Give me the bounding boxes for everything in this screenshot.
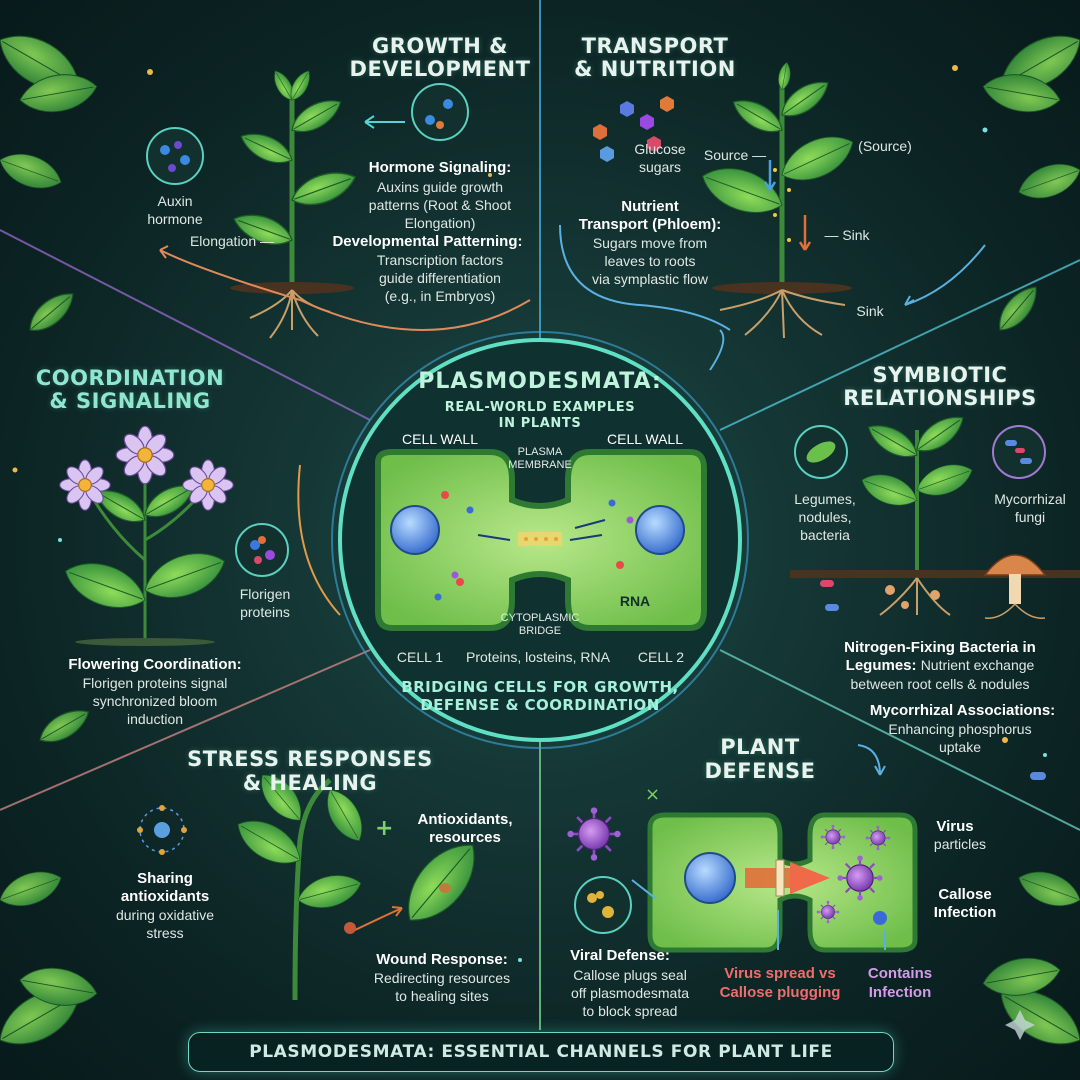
stress-title-line2: & HEALING xyxy=(242,771,378,795)
svg-text:+: + xyxy=(375,816,393,841)
flowering-line3: induction xyxy=(126,711,184,727)
defense-title-line1: PLANT xyxy=(720,735,800,759)
plasma-membrane-line2: MEMBRANE xyxy=(508,459,572,471)
cell2-label: CELL 2 xyxy=(637,649,685,665)
elongation-label: Elongation — xyxy=(189,233,275,249)
dev-line3: (e.g., in Embryos) xyxy=(384,288,496,304)
viral-line1: Callose plugs seal xyxy=(573,967,687,983)
coordination-title-line1: COORDINATION xyxy=(35,366,225,390)
flowering-line1: Florigen proteins signal xyxy=(82,675,228,691)
plasma-membrane-label: PLASMA MEMBRANE xyxy=(490,446,590,472)
symbiotic-title-line2: RELATIONSHIPS xyxy=(843,386,1037,410)
dev-line1: Transcription factors xyxy=(376,252,504,268)
antioxidants-line2: resources xyxy=(429,829,501,846)
florigen-line1: Florigen xyxy=(239,586,291,602)
legumes-line3: bacteria xyxy=(800,527,850,543)
nitrogen-heading-line1: Nitrogen-Fixing Bacteria in xyxy=(844,639,1036,656)
wound-heading: Wound Response: xyxy=(376,951,508,968)
glucose-line2: sugars xyxy=(638,159,682,175)
rna-label: RNA xyxy=(619,593,651,609)
sharing-line2: antioxidants xyxy=(120,888,210,905)
footer-banner: PLASMODESMATA: ESSENTIAL CHANNELS FOR PL… xyxy=(188,1032,894,1072)
virus-spread-line2: Callose plugging xyxy=(719,984,841,1001)
viral-line2: off plasmodesmata xyxy=(570,985,690,1001)
dev-line2: guide differentiation xyxy=(379,270,501,286)
glucose-line1: Glucose xyxy=(634,141,686,157)
legumes-line1: Legumes, xyxy=(794,491,856,507)
center-title: PLASMODESMATA: xyxy=(418,369,662,394)
symbiotic-title-line1: SYMBIOTIC xyxy=(872,363,1008,387)
cytoplasmic-line1: CYTOPLASMIC xyxy=(500,612,580,624)
nitrogen-heading-line2: Legumes: xyxy=(845,657,917,674)
wound-line1: Redirecting resources xyxy=(373,970,511,986)
cell-wall-right-label: CELL WALL xyxy=(607,431,683,447)
svg-text:×: × xyxy=(645,784,660,805)
myco-assoc-line1: Enhancing phosphorus xyxy=(888,721,1032,737)
contains-line2: Infection xyxy=(868,984,932,1001)
center-subtitle-line2: IN PLANTS xyxy=(498,416,582,431)
cytoplasmic-bridge-label: CYTOPLASMIC BRIDGE xyxy=(490,612,590,638)
growth-title-line2: DEVELOPMENT xyxy=(349,57,531,81)
nutrient-heading-line1: Nutrient xyxy=(621,198,679,215)
contains-line1: Contains xyxy=(867,965,933,982)
callose-line1: Callose xyxy=(938,886,992,903)
mycorrhizal-fungi-line1: Mycorrhizal xyxy=(994,491,1066,507)
cell1-label: CELL 1 xyxy=(396,649,444,665)
transport-title-line1: TRANSPORT xyxy=(581,34,729,58)
nitrogen-line2: between root cells & nodules xyxy=(850,676,1030,692)
developmental-heading: Developmental Patterning: xyxy=(332,233,523,250)
hormone-signaling-heading: Hormone Signaling: xyxy=(368,159,512,176)
viral-line3: to block spread xyxy=(582,1003,678,1019)
bridging-caption-line2: DEFENSE & COORDINATION xyxy=(420,696,660,714)
mycorrhizal-assoc-heading: Mycorrhizal Associations: xyxy=(869,702,1056,719)
sharing-line3: during oxidative xyxy=(115,907,215,923)
legumes-line2: nodules, xyxy=(798,509,852,525)
florigen-line2: proteins xyxy=(240,604,290,620)
coordination-title-line2: & SIGNALING xyxy=(49,389,211,413)
hormone-line3: Elongation) xyxy=(404,215,476,231)
flowering-line2: synchronized bloom xyxy=(92,693,218,709)
cytoplasmic-line2: BRIDGE xyxy=(518,625,562,637)
viral-defense-heading: Viral Defense: xyxy=(570,947,670,964)
nutrient-line3: via symplastic flow xyxy=(592,271,708,287)
auxin-line1: Auxin xyxy=(157,193,193,209)
sharing-line1: Sharing xyxy=(137,870,193,887)
antioxidants-line1: Antioxidants, xyxy=(417,811,513,828)
nutrient-heading-line2: Transport (Phloem): xyxy=(578,216,722,233)
source-label: Source — xyxy=(703,147,767,163)
flowering-heading: Flowering Coordination: xyxy=(68,656,242,673)
footer-text: PLASMODESMATA: ESSENTIAL CHANNELS FOR PL… xyxy=(249,1042,833,1062)
sink-label-2: Sink xyxy=(856,303,884,319)
stress-title-line1: STRESS RESPONSES xyxy=(187,747,433,771)
proteins-label: Proteins, losteins, RNA xyxy=(466,649,610,665)
virus-spread-line1: Virus spread vs xyxy=(724,965,836,982)
callose-line2: Infection xyxy=(933,904,997,921)
cell-wall-left-label: CELL WALL xyxy=(402,431,478,447)
transport-title-line2: & NUTRITION xyxy=(574,57,736,81)
source-paren-label: (Source) xyxy=(858,138,912,154)
virus-particles-line2: particles xyxy=(933,836,987,852)
wound-line2: to healing sites xyxy=(395,988,489,1004)
auxin-line2: hormone xyxy=(147,211,203,227)
nitrogen-heading-line2-row: Legumes: Nutrient exchange xyxy=(820,656,1060,675)
sharing-line4: stress xyxy=(146,925,184,941)
nutrient-line2: leaves to roots xyxy=(604,253,696,269)
hormone-line2: patterns (Root & Shoot xyxy=(368,197,512,213)
bridging-caption-line1: BRIDGING CELLS FOR GROWTH, xyxy=(401,678,679,696)
mycorrhizal-fungi-line2: fungi xyxy=(1014,509,1046,525)
hormone-line1: Auxins guide growth xyxy=(376,179,504,195)
plasma-membrane-line1: PLASMA xyxy=(517,446,563,458)
nutrient-line1: Sugars move from xyxy=(592,235,708,251)
virus-particles-line1: Virus xyxy=(936,818,974,835)
myco-assoc-line2: uptake xyxy=(938,739,982,755)
growth-title-line1: GROWTH & xyxy=(372,34,508,58)
center-subtitle-line1: REAL-WORLD EXAMPLES xyxy=(444,400,636,415)
sink-label-1: — Sink xyxy=(824,227,870,243)
nitrogen-line1: Nutrient exchange xyxy=(920,657,1035,673)
defense-title-line2: DEFENSE xyxy=(704,759,816,783)
